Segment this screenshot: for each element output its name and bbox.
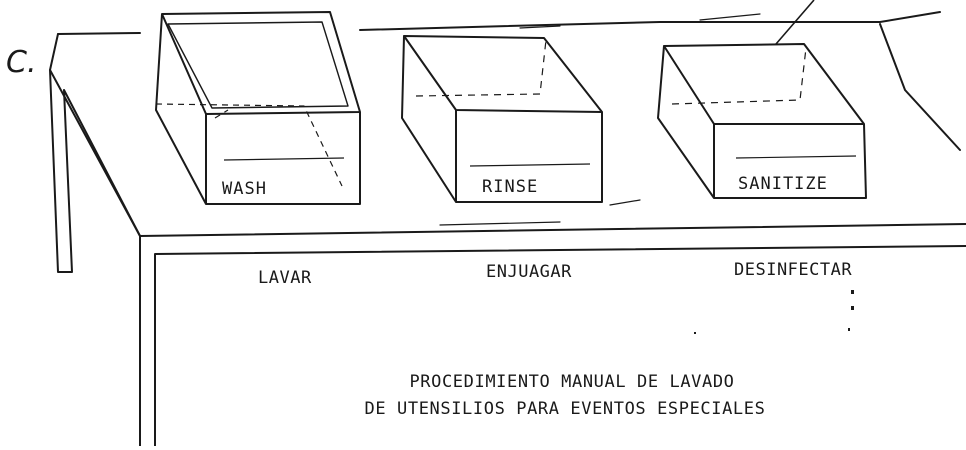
tub-wash-side bbox=[155, 13, 207, 205]
tub-sanitize-hidden-edge bbox=[671, 47, 807, 105]
tub-wash-front bbox=[205, 112, 361, 205]
table-apron bbox=[139, 235, 966, 447]
corner-mark: C. bbox=[6, 45, 36, 80]
tub-sanitize-pointer-arrow bbox=[775, 0, 815, 45]
tub-sanitize bbox=[657, 0, 867, 199]
table-top-left-edge bbox=[48, 33, 141, 237]
tub-rinse bbox=[401, 35, 603, 203]
tub-rinse-front bbox=[455, 110, 603, 203]
tub-rinse-hidden-edge bbox=[415, 39, 547, 97]
tub-sanitize-top bbox=[663, 43, 865, 125]
tub-wash-rim-inner bbox=[167, 21, 349, 109]
diagram-title-line-1: PROCEDIMIENTO MANUAL DE LAVADO bbox=[409, 372, 734, 392]
table-left-leg bbox=[49, 69, 141, 273]
tub-wash-label: WASH bbox=[222, 179, 267, 199]
tub-rinse-label: RINSE bbox=[482, 177, 538, 197]
table-top-back-edge bbox=[57, 11, 941, 35]
spanish-label-desinfectar: DESINFECTAR bbox=[734, 260, 852, 280]
tub-rinse-label-underline bbox=[469, 163, 591, 167]
tub-sanitize-side bbox=[657, 45, 715, 199]
stray-mark bbox=[851, 306, 854, 310]
spanish-label-enjuagar: ENJUAGAR bbox=[486, 262, 572, 282]
stray-mark bbox=[851, 290, 854, 294]
tub-rinse-top bbox=[403, 35, 603, 113]
tub-wash-label-underline bbox=[223, 157, 345, 161]
tub-sanitize-label-underline bbox=[735, 155, 857, 159]
diagram-title-line-2: DE UTENSILIOS PARA EVENTOS ESPECIALES bbox=[365, 399, 766, 419]
stray-mark bbox=[694, 332, 696, 334]
stray-marks bbox=[694, 290, 854, 334]
tub-rinse-side bbox=[401, 35, 457, 203]
tub-sanitize-label: SANITIZE bbox=[738, 174, 828, 194]
table-top-right-edge bbox=[879, 23, 961, 151]
table bbox=[48, 11, 966, 447]
table-sketch-lines bbox=[439, 13, 761, 226]
tub-wash-hidden-edge bbox=[155, 103, 343, 187]
tub-wash bbox=[155, 11, 361, 205]
spanish-label-lavar: LAVAR bbox=[258, 268, 312, 288]
tub-wash-rim-outer bbox=[161, 11, 361, 115]
tub-sanitize-front bbox=[713, 123, 867, 199]
stray-mark bbox=[848, 328, 850, 331]
table-top-front-edge bbox=[139, 223, 966, 237]
